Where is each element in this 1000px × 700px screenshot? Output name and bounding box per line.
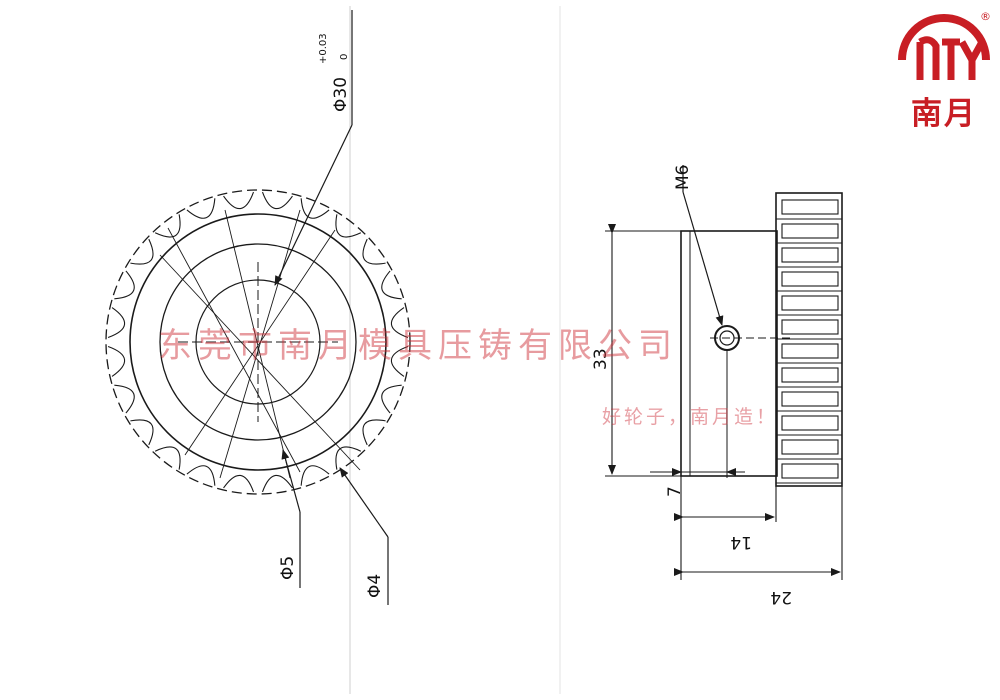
dim-7-label: 7: [665, 486, 685, 497]
gear-tooth: [186, 465, 216, 486]
gear-tooth: [114, 384, 135, 414]
construction-line: [184, 229, 336, 456]
logo-mark-icon: [898, 14, 990, 80]
gear-tooth: [390, 345, 409, 377]
gear-tooth: [154, 214, 181, 238]
construction-line: [224, 209, 291, 479]
ring-tooth: [781, 439, 839, 455]
gear-tooth: [261, 474, 293, 493]
gear-tooth: [114, 270, 135, 300]
construction-line: [159, 254, 361, 471]
construction-line: [167, 227, 301, 473]
gear-tooth: [362, 419, 386, 446]
ring-tooth: [781, 223, 839, 239]
ring-tooth: [781, 295, 839, 311]
dim-24-label: 24: [770, 587, 792, 607]
dim-14-label: 14: [730, 532, 752, 552]
ring-tooth: [781, 367, 839, 383]
dim-phi4-label: Φ4: [365, 574, 385, 598]
ring-tooth: [781, 463, 839, 479]
dim-phi30-label: Φ30: [331, 77, 351, 112]
ring-tooth: [781, 271, 839, 287]
gear-ring-teeth: [776, 199, 842, 484]
dim-phi5-label: Φ5: [278, 556, 298, 580]
leader-phi5: [281, 449, 301, 588]
ring-tooth: [781, 415, 839, 431]
gear-tooth: [154, 446, 181, 470]
dim-phi30-tol-lower: 0: [339, 54, 350, 60]
gear-tooth: [381, 270, 402, 300]
hub-body: [680, 230, 778, 477]
watermark-slogan: 好轮子，南月造！: [602, 406, 779, 428]
gear-tooth: [130, 238, 154, 265]
gear-tooth: [107, 307, 126, 339]
dim-33: [605, 224, 681, 477]
dim-phi30-tol-upper: +0.03: [318, 33, 329, 64]
ring-tooth: [781, 319, 839, 335]
leader-phi4: [339, 467, 389, 605]
gear-teeth: [107, 191, 409, 493]
gear-tooth: [186, 198, 216, 219]
tip-circle: [105, 189, 411, 495]
gear-tooth: [335, 446, 362, 470]
brand-logo: ® 南月: [892, 6, 996, 132]
logo-brand-text: 南月: [911, 96, 977, 132]
gear-tooth: [223, 474, 255, 493]
gear-tooth: [362, 238, 386, 265]
extension-lines: [680, 476, 843, 580]
gear-tooth: [107, 345, 126, 377]
gear-side-view: [680, 192, 843, 487]
gear-front-view: [105, 189, 411, 495]
inner-circle: [159, 243, 357, 441]
ring-tooth: [781, 391, 839, 407]
gear-tooth: [223, 191, 255, 210]
gear-tooth: [381, 384, 402, 414]
ring-tooth: [781, 247, 839, 263]
ring-tooth: [781, 199, 839, 215]
registered-mark: ®: [980, 10, 991, 23]
construction-line: [219, 209, 301, 479]
gear-tooth: [261, 191, 293, 210]
gear-tooth: [335, 214, 362, 238]
leader-m6: [682, 165, 724, 326]
dim-33-label: 33: [591, 348, 611, 370]
gear-tooth: [130, 419, 154, 446]
watermark-company: 东莞市南月模具压铸有限公司: [158, 326, 678, 366]
dim-m6-label: M6: [673, 165, 693, 190]
gear-tooth: [300, 465, 330, 486]
hub-circle: [129, 213, 387, 471]
ring-tooth: [781, 343, 839, 359]
leader-phi30: [274, 10, 353, 286]
gear-tooth: [300, 198, 330, 219]
gear-tooth: [390, 307, 409, 339]
